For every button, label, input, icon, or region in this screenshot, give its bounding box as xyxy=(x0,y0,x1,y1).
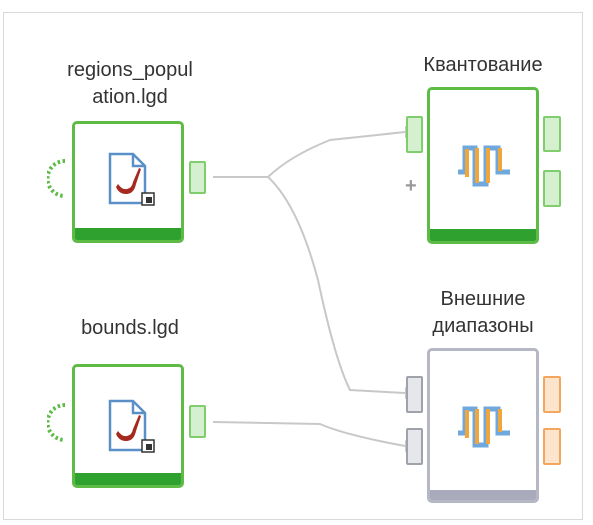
input-port-dashed-regions[interactable] xyxy=(47,159,67,199)
output-port-quantize-2[interactable] xyxy=(543,170,561,207)
add-port-icon[interactable]: + xyxy=(405,175,417,197)
node-status-bar xyxy=(430,229,536,241)
node-title-external: Внешние диапазоны xyxy=(432,288,534,337)
input-port-external-1[interactable] xyxy=(406,376,423,413)
input-port-dashed-bounds[interactable] xyxy=(47,403,67,443)
node-title-regions: regions_popul ation.lgd xyxy=(67,59,193,108)
node-quantize[interactable] xyxy=(427,87,539,244)
quantization-icon xyxy=(458,145,510,187)
node-status-bar xyxy=(430,490,536,500)
quantization-icon xyxy=(458,406,510,448)
workspace-frame xyxy=(3,12,583,520)
output-port-quantize-1[interactable] xyxy=(543,116,561,152)
node-status-bar xyxy=(75,473,181,485)
output-port-external-1[interactable] xyxy=(543,376,561,413)
node-regions-population[interactable] xyxy=(72,121,184,243)
input-port-external-2[interactable] xyxy=(406,428,423,465)
node-status-bar xyxy=(75,228,181,240)
node-title-quantize: Квантование xyxy=(423,54,543,76)
link-bounds-to-external xyxy=(212,421,406,447)
node-title-bounds: bounds.lgd xyxy=(81,317,179,339)
node-external-ranges[interactable] xyxy=(427,348,539,503)
lgd-file-icon xyxy=(108,399,155,453)
node-bounds[interactable] xyxy=(72,364,184,488)
link-regions-to-quantize xyxy=(213,131,406,178)
link-regions-to-external xyxy=(267,176,406,394)
output-port-bounds[interactable] xyxy=(189,405,206,438)
input-port-quantize[interactable] xyxy=(406,116,423,153)
lgd-file-icon xyxy=(108,152,155,206)
output-port-external-2[interactable] xyxy=(543,428,561,465)
output-port-regions[interactable] xyxy=(189,161,206,194)
